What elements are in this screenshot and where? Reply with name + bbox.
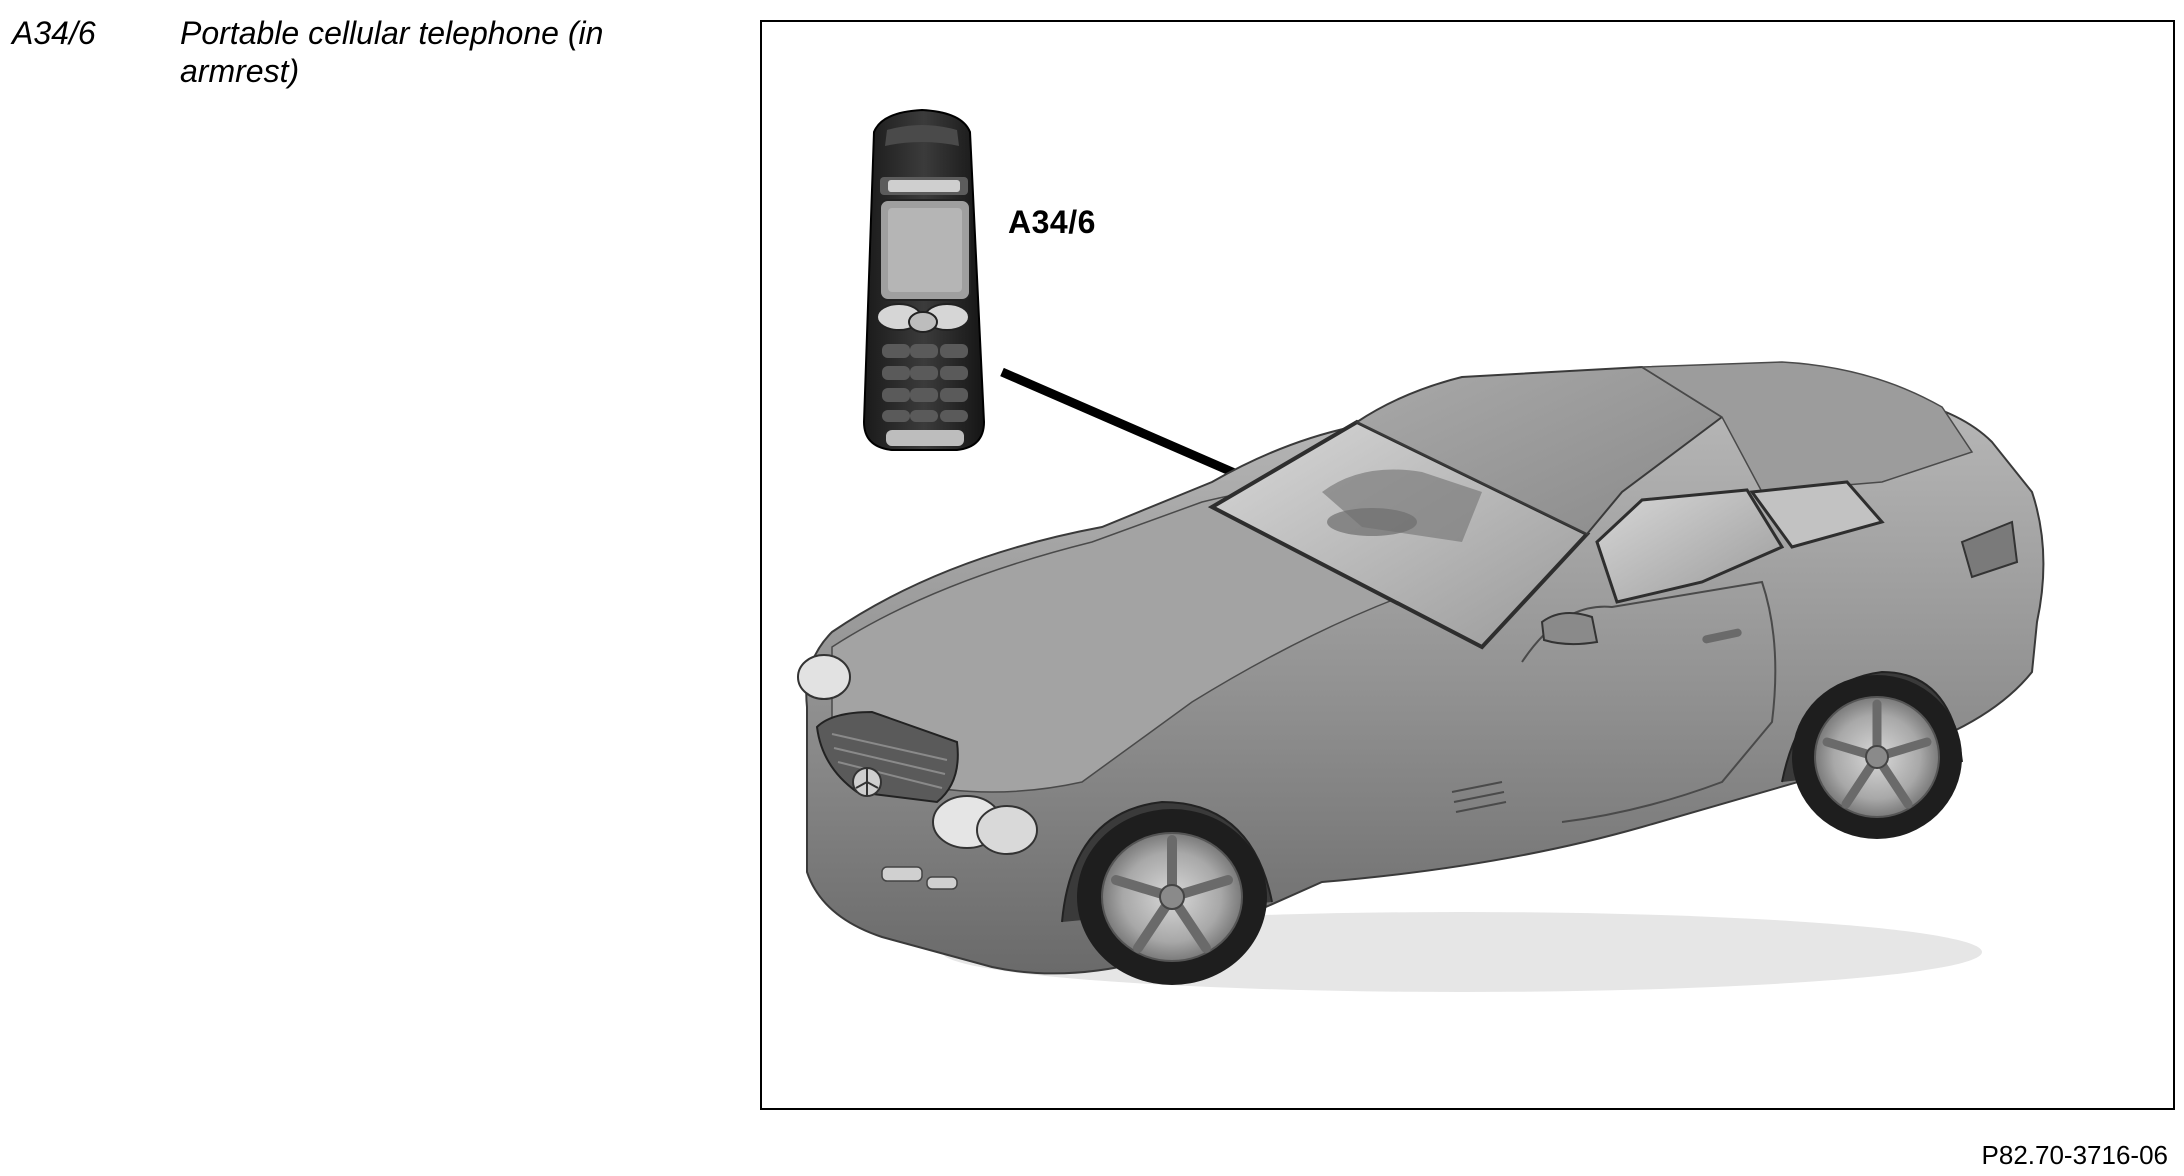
figure-illustration	[797, 108, 2045, 992]
car-illustration	[797, 361, 2045, 992]
callout-label: A34/6	[1008, 204, 1096, 240]
legend-description: Portable cellular telephone (in armrest)	[180, 15, 604, 89]
figure-frame: A34/6	[760, 20, 2175, 1110]
rear-wheel	[1792, 675, 1962, 839]
front-wheel	[1077, 809, 1267, 985]
phone-illustration	[862, 108, 986, 451]
legend-code: A34/6	[12, 15, 96, 51]
figure-reference: P82.70-3716-06	[1981, 1140, 2168, 1170]
